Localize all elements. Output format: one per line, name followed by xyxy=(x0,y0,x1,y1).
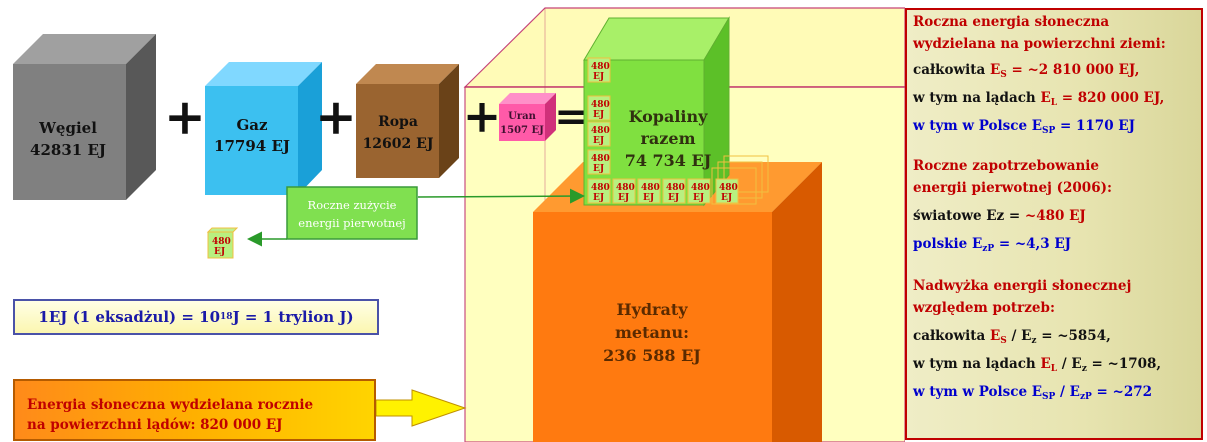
plus-sign-2: + xyxy=(315,87,357,146)
svg-text:EJ: EJ xyxy=(668,193,679,203)
summary-panel: Roczna energia słoneczna wydzielana na p… xyxy=(905,8,1203,440)
svg-text:EJ: EJ xyxy=(593,136,604,146)
fossil-line1: Kopaliny xyxy=(629,107,709,126)
oil-name: Ropa xyxy=(378,114,418,130)
panel-heading-2b: energii pierwotnej (2006): xyxy=(913,180,1112,196)
coal-cube: Węgiel 42831 EJ xyxy=(13,34,156,200)
svg-text:EJ: EJ xyxy=(693,193,704,203)
svg-text:480: 480 xyxy=(591,183,610,193)
single-480-cube: 480 EJ xyxy=(206,227,239,259)
panel-heading-1b: wydzielana na powierzchni ziemi: xyxy=(913,36,1166,52)
svg-text:480: 480 xyxy=(591,126,610,136)
plus-sign-1: + xyxy=(164,87,206,146)
svg-text:EJ: EJ xyxy=(618,193,629,203)
svg-text:480: 480 xyxy=(591,62,610,72)
svg-text:480: 480 xyxy=(666,183,685,193)
svg-text:EJ: EJ xyxy=(721,193,732,203)
plus-sign-3: + xyxy=(463,89,502,143)
gas-cube: Gaz 17794 EJ xyxy=(205,62,322,195)
panel-row-surplus-total: całkowita ES / Ez = ~5854, xyxy=(913,328,1111,346)
fossil-line2: razem xyxy=(641,129,696,148)
solar-box-line1: Energia słoneczna wydzielana rocznie xyxy=(27,397,314,413)
fossil-value: 74 734 EJ xyxy=(625,151,712,170)
solar-arrow xyxy=(375,389,467,427)
svg-text:480: 480 xyxy=(719,183,738,193)
gas-value: 17794 EJ xyxy=(214,137,290,155)
oil-cube: Ropa 12602 EJ xyxy=(356,64,459,178)
uranium-cube: Uran 1507 EJ xyxy=(499,93,556,141)
hydrates-line2: metanu: xyxy=(615,323,689,342)
panel-row-poland-demand: polskie EzP = ~4,3 EJ xyxy=(913,236,1072,254)
panel-heading-3a: Nadwyżka energii słonecznej xyxy=(913,278,1132,294)
svg-text:EJ: EJ xyxy=(214,247,225,257)
uranium-name: Uran xyxy=(508,111,536,122)
energy-diagram: Hydraty metanu: 236 588 EJ Kopaliny raze… xyxy=(13,7,905,442)
oil-value: 12602 EJ xyxy=(363,136,434,152)
gas-name: Gaz xyxy=(236,116,268,134)
svg-text:EJ: EJ xyxy=(593,72,604,82)
hydrates-value: 236 588 EJ xyxy=(603,346,701,365)
svg-text:480: 480 xyxy=(616,183,635,193)
svg-text:EJ: EJ xyxy=(593,193,604,203)
hydrates-line1: Hydraty xyxy=(616,300,688,319)
panel-row-surplus-poland: w tym w Polsce ESP / EzP = ~272 xyxy=(913,384,1153,402)
svg-text:480: 480 xyxy=(641,183,660,193)
svg-text:480: 480 xyxy=(591,154,610,164)
solar-box-line2: na powierzchni lądów: 820 000 EJ xyxy=(27,417,283,433)
coal-name: Węgiel xyxy=(38,119,97,137)
uranium-value: 1507 EJ xyxy=(500,125,544,136)
panel-heading-1a: Roczna energia słoneczna xyxy=(913,14,1110,30)
svg-text:EJ: EJ xyxy=(593,110,604,120)
svg-text:EJ: EJ xyxy=(593,164,604,174)
panel-heading-3b: względem potrzeb: xyxy=(913,300,1055,316)
consumption-line1: Roczne zużycie xyxy=(308,198,397,212)
svg-text:480: 480 xyxy=(591,100,610,110)
consumption-line2: energii pierwotnej xyxy=(298,216,405,230)
solar-land-energy-box: Energia słoneczna wydzielana rocznie na … xyxy=(13,379,376,441)
panel-heading-2a: Roczne zapotrzebowanie xyxy=(913,158,1100,174)
coal-value: 42831 EJ xyxy=(30,141,106,159)
panel-row-world: światowe Ez = ~480 EJ xyxy=(913,208,1086,224)
panel-row-total: całkowita ES = ~2 810 000 EJ, xyxy=(913,62,1140,80)
equals-sign: = xyxy=(554,93,588,140)
panel-row-surplus-land: w tym na lądach EL / Ez = ~1708, xyxy=(913,356,1162,374)
arrow-to-cubes xyxy=(417,188,585,204)
svg-text:480: 480 xyxy=(691,183,710,193)
svg-text:EJ: EJ xyxy=(643,193,654,203)
svg-text:480: 480 xyxy=(212,237,231,247)
panel-row-land: w tym na lądach EL = 820 000 EJ, xyxy=(913,90,1165,108)
consumption-label-box: Roczne zużycie energii pierwotnej xyxy=(286,186,418,240)
panel-row-poland: w tym w Polsce ESP = 1170 EJ xyxy=(913,118,1135,136)
